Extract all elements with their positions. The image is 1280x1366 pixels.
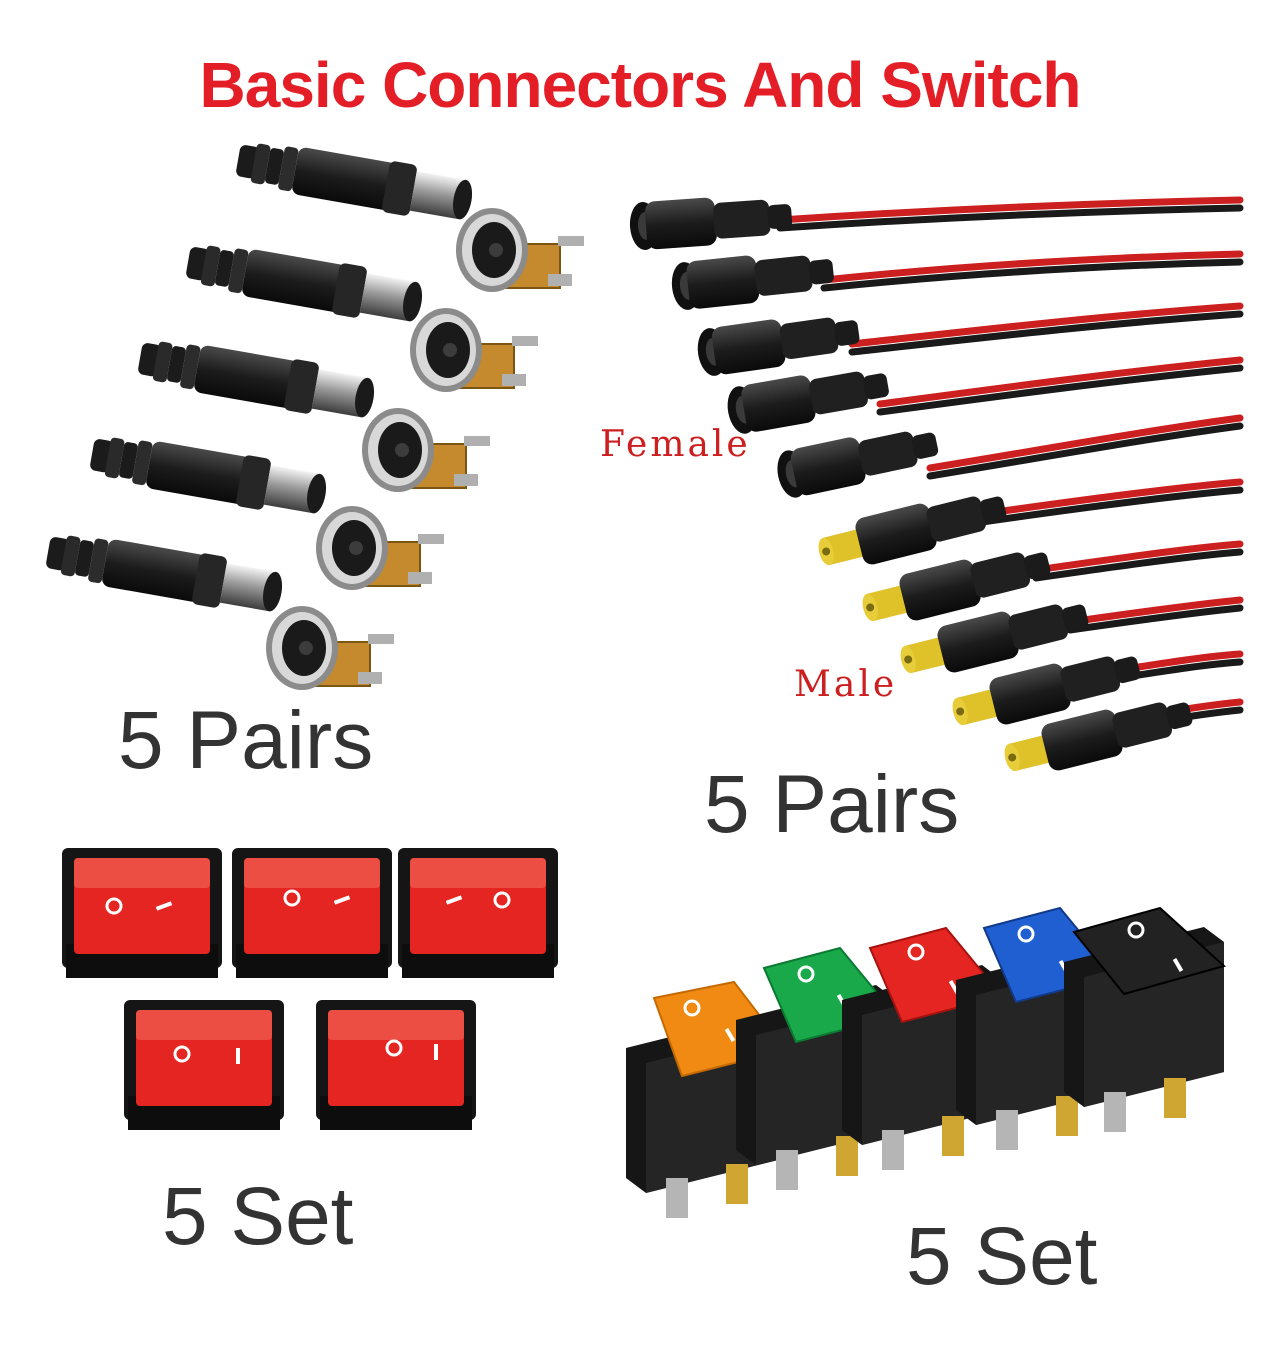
right-switch-quantity-label: 5 Set — [906, 1211, 1098, 1302]
page-title: Basic Connectors And Switch — [199, 49, 1082, 121]
male-label: Male — [794, 664, 898, 705]
left-switch-quantity-label: 5 Set — [162, 1171, 354, 1262]
female-label: Female — [600, 424, 751, 465]
left-connector-quantity-label: 5 Pairs — [118, 695, 374, 786]
square-rocker-switches — [62, 848, 558, 1130]
long-rocker-switches — [626, 906, 1227, 1218]
on-mark-icon — [155, 901, 173, 911]
right-connector-quantity-label: 5 Pairs — [704, 759, 960, 850]
pigtail-wires — [776, 196, 1244, 726]
male-pigtail-heads — [813, 483, 1197, 783]
off-mark-icon — [105, 897, 123, 915]
